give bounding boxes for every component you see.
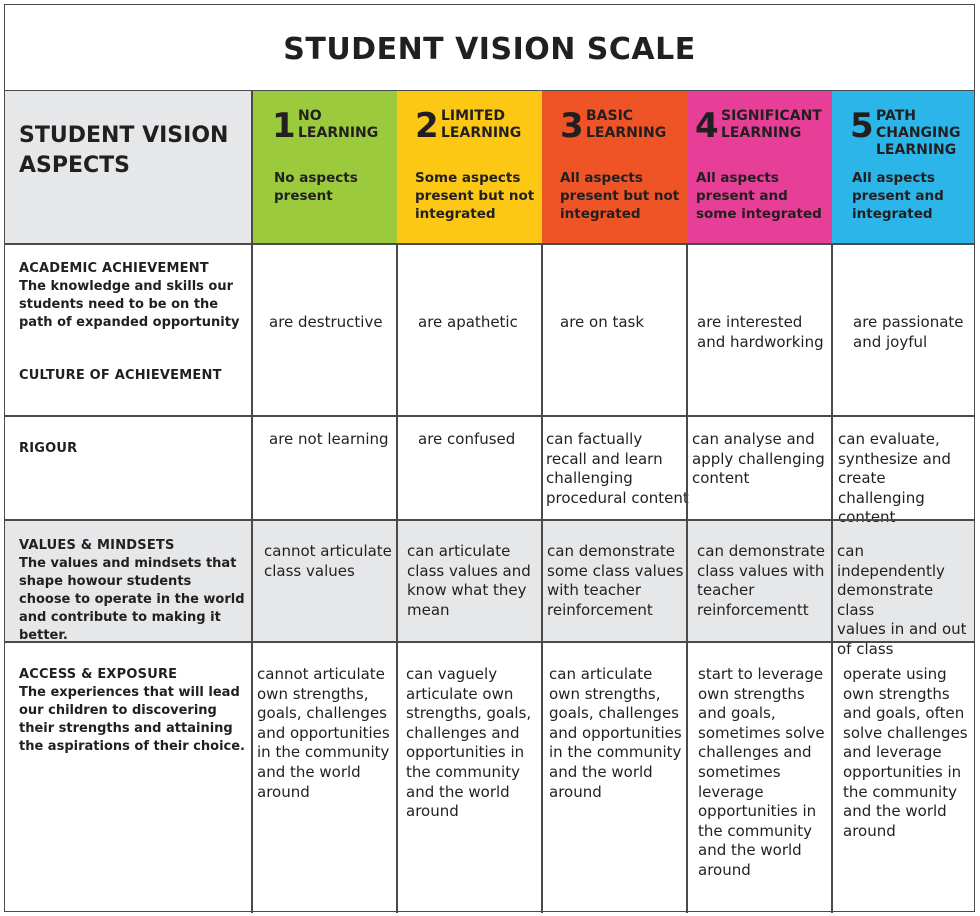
level-name: LIMITED LEARNING [441,108,522,141]
level-description: Some aspects present but not integrated [415,170,535,222]
grid-line [396,243,398,913]
scale-cell: are destructive [269,313,383,331]
scale-cell: are interested and hardworking [697,313,824,351]
level-header-5: 5 PATH CHANGING LEARNING All aspects pre… [832,91,974,244]
grid-line [5,415,974,417]
row-background [5,520,974,642]
scale-cell: start to leverage own strengths and goal… [698,665,825,879]
scale-cell: can evaluate, synthesize and create chal… [838,430,951,527]
level-description: All aspects present and integrated [852,170,944,222]
vision-scale-table: STUDENT VISION SCALE STUDENT VISION ASPE… [4,4,975,913]
level-number: 2 [415,106,439,146]
level-description: No aspects present [274,170,358,204]
row-subheading: CULTURE OF ACHIEVEMENT [19,368,222,383]
grid-line [5,243,974,245]
scale-cell: are apathetic [418,313,518,331]
scale-cell: can articulate class values and know wha… [407,542,531,619]
level-description: All aspects present but not integrated [560,170,680,222]
level-number: 3 [560,106,584,146]
scale-cell: are on task [560,313,645,331]
grid-line [686,243,688,913]
scale-cell: can demonstrate class values with teache… [697,542,825,619]
row-label-values: VALUES & MINDSETS The values and mindset… [5,537,252,645]
row-heading: RIGOUR [19,441,78,456]
scale-cell: can demonstrate some class values with t… [547,542,684,619]
level-header-3: 3 BASIC LEARNING All aspects present but… [542,91,687,244]
scale-cell: can vaguely articulate own strengths, go… [406,665,532,821]
level-number: 4 [695,106,719,146]
level-number: 5 [850,106,874,146]
scale-cell: can independently demonstrate class valu… [837,542,967,658]
scale-cell: operate using own strengths and goals, o… [843,665,968,840]
scale-cell: are not learning [269,430,389,448]
row-description: The knowledge and skills our students ne… [19,279,240,330]
scale-cell: can analyse and apply challenging conten… [692,430,825,488]
grid-line [5,519,974,521]
level-name: SIGNIFICANT LEARNING [721,108,822,141]
row-description: The values and mindsets that shape howou… [19,556,245,643]
row-description: The experiences that will lead our child… [19,685,245,754]
grid-line [5,641,974,643]
scale-cell: can articulate own strengths, goals, cha… [549,665,682,801]
level-header-1: 1 NO LEARNING No aspects present [252,91,397,244]
level-description: All aspects present and some integrated [696,170,822,222]
grid-line [251,91,253,913]
aspects-heading: STUDENT VISION ASPECTS [5,91,252,244]
row-heading: VALUES & MINDSETS [19,538,175,553]
row-label-academic: ACADEMIC ACHIEVEMENT The knowledge and s… [5,260,252,385]
row-heading: ACCESS & EXPOSURE [19,667,178,682]
level-header-4: 4 SIGNIFICANT LEARNING All aspects prese… [687,91,832,244]
level-header-2: 2 LIMITED LEARNING Some aspects present … [397,91,542,244]
page-title: STUDENT VISION SCALE [5,5,974,91]
grid-line [831,243,833,913]
row-label-access: ACCESS & EXPOSURE The experiences that w… [5,666,252,756]
grid-line [541,243,543,913]
scale-cell: cannot articulate own strengths, goals, … [257,665,390,801]
row-heading: ACADEMIC ACHIEVEMENT [19,261,209,276]
level-name: PATH CHANGING LEARNING [876,108,961,158]
level-name: BASIC LEARNING [586,108,667,141]
scale-cell: cannot articulate class values [264,542,392,580]
level-number: 1 [272,106,296,146]
scale-cell: are passionate and joyful [853,313,964,351]
scale-cell: are confused [418,430,516,448]
level-name: NO LEARNING [298,108,379,141]
scale-cell: can factually recall and learn challengi… [546,430,689,507]
row-label-rigour: RIGOUR [5,440,252,458]
